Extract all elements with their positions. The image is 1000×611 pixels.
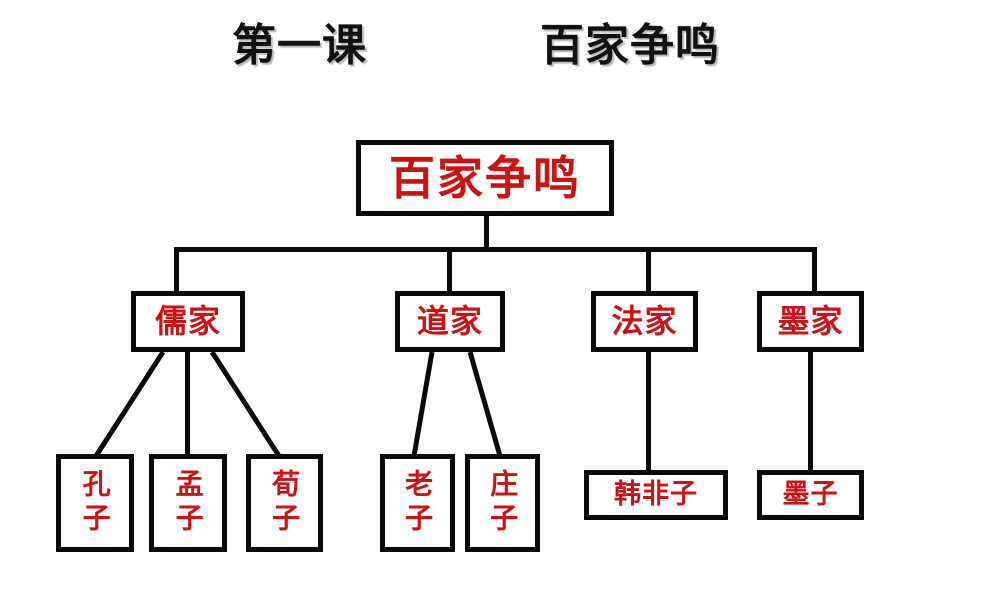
node-label: 孔子 [78, 469, 112, 537]
node-label: 儒家 [154, 302, 221, 341]
node-figure-laozi[interactable]: 老子 [380, 454, 455, 552]
connector-mojia-mozi [808, 350, 813, 472]
connector-root-stem [484, 216, 489, 252]
node-school-fajia[interactable]: 法家 [591, 291, 698, 352]
connector-rujia-kongzi [93, 350, 166, 458]
node-label: 法家 [611, 302, 678, 341]
connector-daojia-laozi [411, 351, 435, 457]
slide-title-row: 第一课 百家争鸣 [0, 18, 1000, 80]
node-school-rujia[interactable]: 儒家 [131, 291, 245, 352]
node-figure-hanfeizi[interactable]: 韩非子 [584, 470, 728, 520]
node-figure-zhuangzi[interactable]: 庄子 [465, 454, 540, 552]
page-title-lesson: 第一课 [232, 20, 367, 71]
node-label: 荀子 [268, 469, 302, 537]
page-title-topic: 百家争鸣 [540, 20, 720, 71]
connector-root-bus [174, 247, 817, 252]
connector-drop-rujia [174, 247, 179, 293]
node-label: 老子 [401, 469, 435, 537]
connector-drop-mojia [812, 247, 817, 293]
node-figure-xunzi[interactable]: 荀子 [246, 454, 323, 552]
node-label: 墨家 [777, 302, 844, 341]
node-figure-mengzi[interactable]: 孟子 [149, 454, 227, 552]
connector-fajia-hanfeizi [646, 350, 651, 472]
node-label: 道家 [416, 302, 483, 341]
node-label: 孟子 [171, 469, 205, 537]
connector-daojia-zhuangzi [467, 351, 503, 457]
node-label: 韩非子 [614, 479, 698, 511]
node-label: 庄子 [486, 469, 520, 537]
node-label: 墨子 [782, 479, 839, 511]
node-root-baijiazhengming[interactable]: 百家争鸣 [356, 140, 614, 216]
node-school-daojia[interactable]: 道家 [395, 291, 505, 352]
node-figure-kongzi[interactable]: 孔子 [56, 454, 134, 552]
node-figure-mozi[interactable]: 墨子 [757, 470, 864, 520]
node-label: 百家争鸣 [389, 150, 581, 205]
connector-drop-fajia [646, 247, 651, 293]
connector-rujia-mengzi [185, 350, 190, 456]
node-school-mojia[interactable]: 墨家 [757, 291, 864, 352]
connector-rujia-xunzi [209, 350, 282, 458]
connector-drop-daojia [447, 247, 452, 293]
